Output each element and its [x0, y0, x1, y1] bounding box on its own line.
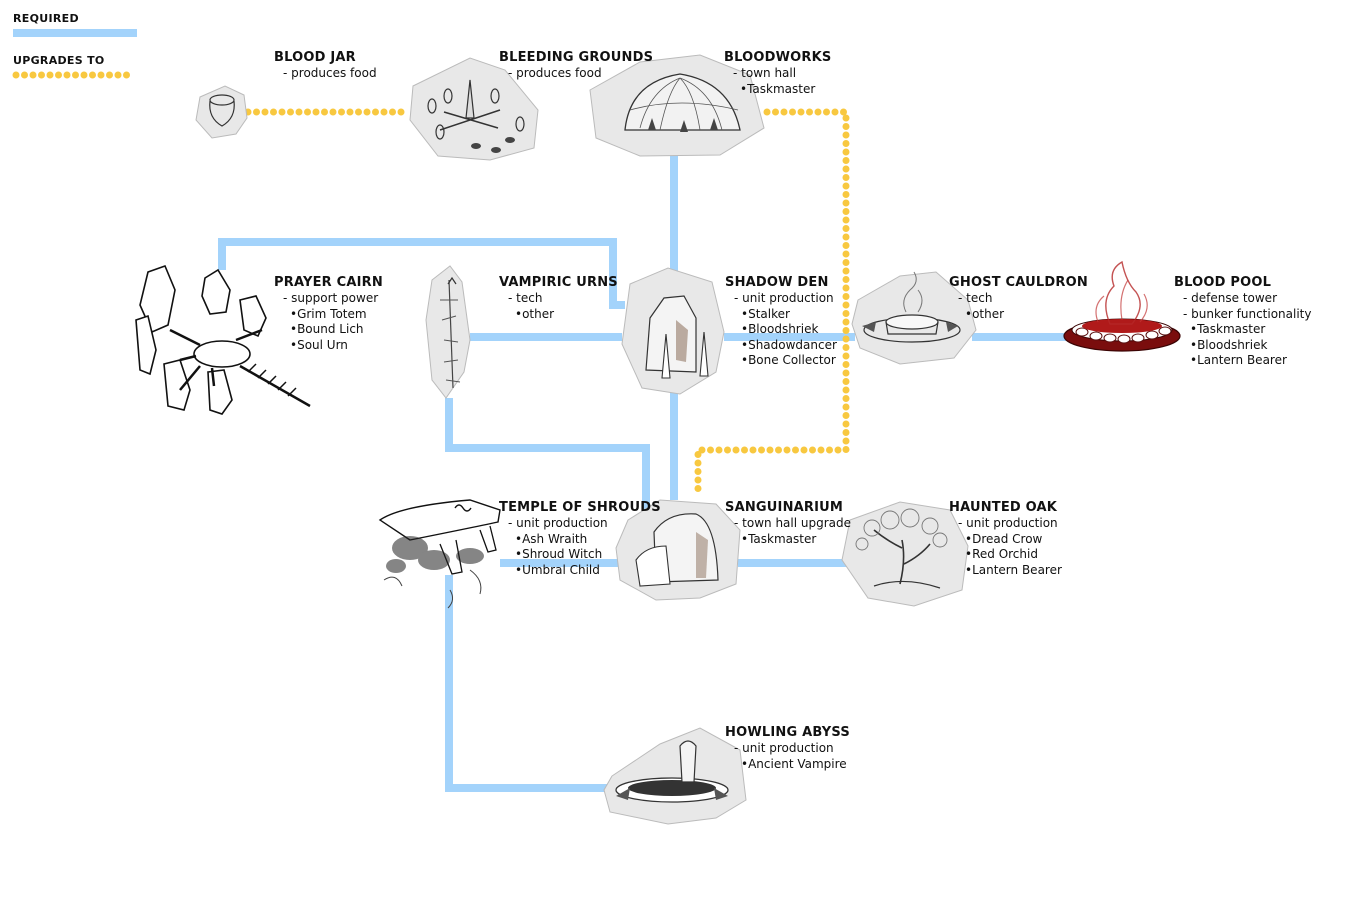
prayer-cairn-sketch [135, 264, 311, 415]
node-item: Shroud Witch [499, 547, 661, 563]
node-item: Ancient Vampire [725, 757, 850, 773]
node-item: Taskmaster [1174, 322, 1311, 338]
upgrade-bloodworks-sanguinarium [694, 108, 850, 499]
node-blood-jar: BLOOD JAR produces food [274, 49, 377, 82]
node-title: BLEEDING GROUNDS [499, 50, 654, 65]
node-role: unit production [949, 516, 1062, 532]
node-vampiric-urns: VAMPIRIC URNS tech other [499, 274, 618, 322]
node-item: Red Orchid [949, 547, 1062, 563]
temple-of-shrouds-sketch [378, 499, 501, 609]
edge-temple-howling-abyss [445, 575, 608, 792]
node-title: BLOODWORKS [724, 50, 832, 65]
node-item: Taskmaster [725, 532, 851, 548]
node-role: tech [949, 291, 1088, 307]
node-role: unit production [499, 516, 661, 532]
node-role: unit production [725, 741, 850, 757]
node-item: Soul Urn [274, 338, 383, 354]
node-title: HAUNTED OAK [949, 500, 1058, 515]
vampiric-urns-sketch[interactable] [425, 265, 471, 399]
node-title: SHADOW DEN [725, 275, 829, 290]
node-item: Lantern Bearer [949, 563, 1062, 579]
shadow-den-sketch[interactable] [621, 267, 725, 395]
node-item: Bound Lich [274, 322, 383, 338]
node-haunted-oak: HAUNTED OAK unit production Dread Crow R… [949, 499, 1062, 578]
node-bloodworks: BLOODWORKS town hall Taskmaster [724, 49, 831, 97]
node-title: HOWLING ABYSS [725, 725, 850, 740]
node-title: BLOOD POOL [1174, 275, 1272, 290]
node-role: produces food [274, 66, 376, 82]
blood-pool-sketch [1063, 260, 1181, 352]
node-title: VAMPIRIC URNS [499, 275, 618, 290]
required-connectors [218, 155, 1068, 792]
node-item: Bone Collector [725, 353, 837, 369]
node-title: BLOOD JAR [274, 50, 356, 65]
bleeding-grounds-sketch[interactable] [409, 57, 539, 161]
node-blood-pool: BLOOD POOL defense tower bunker function… [1174, 274, 1311, 369]
node-item: other [499, 307, 618, 323]
node-role: town hall upgrade [725, 516, 851, 532]
node-item: Bloodshriek [1174, 338, 1311, 354]
node-item: Stalker [725, 307, 837, 323]
node-role: unit production [725, 291, 837, 307]
node-howling-abyss: HOWLING ABYSS unit production Ancient Va… [725, 724, 850, 772]
node-title: PRAYER CAIRN [274, 275, 383, 290]
upgrade-connectors [244, 108, 850, 499]
node-role-secondary: bunker functionality [1174, 307, 1311, 323]
node-item: Umbral Child [499, 563, 661, 579]
howling-abyss-sketch[interactable] [603, 727, 747, 825]
node-role: support power [274, 291, 383, 307]
node-temple-of-shrouds: TEMPLE OF SHROUDS unit production Ash Wr… [499, 499, 661, 578]
node-title: TEMPLE OF SHROUDS [499, 500, 661, 515]
node-role: defense tower [1174, 291, 1311, 307]
node-title: SANGUINARIUM [725, 500, 844, 515]
node-role: produces food [499, 66, 653, 82]
node-bleeding-grounds: BLEEDING GROUNDS produces food [499, 49, 653, 82]
node-role: town hall [724, 66, 831, 82]
node-item: other [949, 307, 1088, 323]
edge-vampiric-urns-sanguinarium [445, 398, 650, 530]
node-shadow-den: SHADOW DEN unit production Stalker Blood… [725, 274, 837, 369]
blood-jar-sketch[interactable] [195, 85, 248, 139]
node-sanguinarium: SANGUINARIUM town hall upgrade Taskmaste… [725, 499, 851, 547]
node-role: tech [499, 291, 618, 307]
node-item: Shadowdancer [725, 338, 837, 354]
legend-upgrades-label: UPGRADES TO [13, 54, 105, 67]
node-prayer-cairn: PRAYER CAIRN support power Grim Totem Bo… [274, 274, 383, 353]
node-item: Dread Crow [949, 532, 1062, 548]
haunted-oak-sketch[interactable] [841, 501, 969, 607]
node-title: GHOST CAULDRON [949, 275, 1088, 290]
node-item: Ash Wraith [499, 532, 661, 548]
node-ghost-cauldron: GHOST CAULDRON tech other [949, 274, 1088, 322]
node-item: Lantern Bearer [1174, 353, 1311, 369]
node-item: Grim Totem [274, 307, 383, 323]
node-item: Taskmaster [724, 82, 831, 98]
node-item: Bloodshriek [725, 322, 837, 338]
ghost-cauldron-sketch[interactable] [851, 271, 977, 365]
legend-required-label: REQUIRED [13, 12, 79, 25]
